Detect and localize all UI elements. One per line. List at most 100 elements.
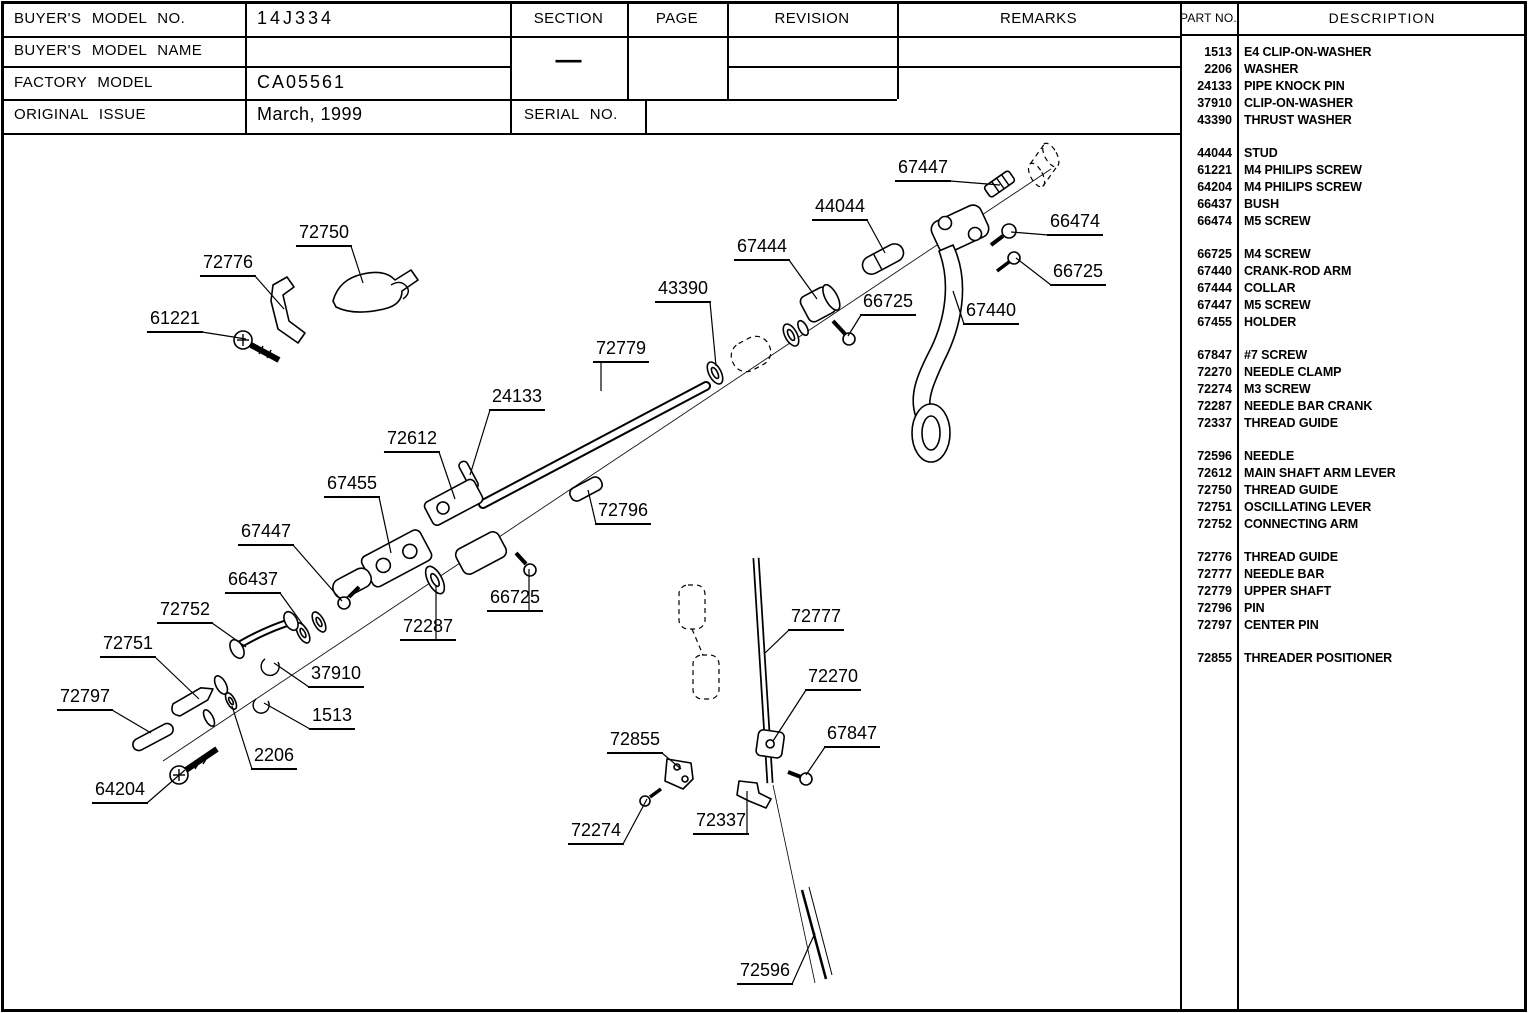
part-callout: 1513: [308, 705, 356, 730]
part-description: UPPER SHAFT: [1244, 584, 1332, 598]
part-number: 2206: [1204, 62, 1232, 76]
callout-leader: [350, 245, 364, 284]
part-callout: 72287: [399, 616, 457, 641]
part-thread-guide-37: [736, 780, 772, 809]
grid-line: [645, 99, 647, 135]
part-number: 72270: [1197, 365, 1232, 379]
part-callout: 67847: [823, 723, 881, 748]
grid-line: [1237, 3, 1239, 1010]
callout-leader: [622, 798, 648, 845]
part-number: 1513: [1204, 45, 1232, 59]
part-number: 72750: [1197, 483, 1232, 497]
part-description: M3 SCREW: [1244, 382, 1311, 396]
page-header: PAGE: [655, 10, 699, 27]
part-number: 72779: [1197, 584, 1232, 598]
part-stud: [861, 243, 905, 275]
remarks-header: REMARKS: [1000, 10, 1077, 27]
callout-leader: [254, 275, 285, 310]
part-callout: 43390: [654, 278, 712, 303]
part-callout: 72750: [295, 222, 353, 247]
callout-leader: [952, 290, 965, 325]
serial-no-label: SERIAL NO.: [524, 106, 618, 123]
part-callout: 66474: [1046, 211, 1104, 236]
part-number: 72796: [1197, 601, 1232, 615]
original-issue-value: March, 1999: [257, 104, 363, 124]
part-number: 72274: [1197, 382, 1232, 396]
part-number: 37910: [1197, 96, 1232, 110]
callout-leader: [273, 662, 310, 688]
part-description: CONNECTING ARM: [1244, 517, 1359, 531]
part-number: 72752: [1197, 517, 1232, 531]
grid-line: [3, 99, 897, 101]
part-callout: 44044: [811, 196, 869, 221]
part-center-pin: [132, 722, 174, 752]
part-bush: [295, 611, 327, 644]
part-description: #7 SCREW: [1244, 348, 1308, 362]
part-callout: 67440: [962, 300, 1020, 325]
phantom-guides: [678, 584, 720, 700]
description-column-header: DESCRIPTION: [1328, 10, 1436, 26]
part-description: PIPE KNOCK PIN: [1244, 79, 1345, 93]
part-thrust-washer: [706, 319, 809, 385]
part-description: NEEDLE BAR: [1244, 567, 1325, 581]
grid-line: [627, 3, 629, 99]
part-callout: 67444: [733, 236, 791, 261]
part-callout: 72796: [594, 500, 652, 525]
part-callout: 72337: [692, 810, 750, 835]
part-collar: [799, 283, 841, 323]
part-number: 72855: [1197, 651, 1232, 665]
part-callout: 67455: [323, 473, 381, 498]
part-number: 72751: [1197, 500, 1232, 514]
callout-leader: [788, 259, 818, 300]
part-description: CENTER PIN: [1244, 618, 1319, 632]
callout-leader: [211, 622, 247, 648]
callout-leader: [292, 544, 343, 602]
part-callout: 72777: [787, 606, 845, 631]
part-number: 44044: [1197, 146, 1232, 160]
callout-leader: [791, 932, 816, 985]
part-description: WASHER: [1244, 62, 1299, 76]
part-description: MAIN SHAFT ARM LEVER: [1244, 466, 1396, 480]
part-description: M4 PHILIPS SCREW: [1244, 163, 1362, 177]
parts-list-row: 72274 M3 SCREW: [1183, 381, 1523, 398]
part-number: 72337: [1197, 416, 1232, 430]
part-callout: 66725: [1049, 261, 1107, 286]
part-callout: 72776: [199, 252, 257, 277]
part-description: CLIP-ON-WASHER: [1244, 96, 1354, 110]
buyers-model-no-value: 14J334: [257, 8, 335, 28]
grid-line: [1180, 3, 1182, 1010]
callout-leader: [201, 331, 247, 340]
part-m4-screw: [995, 251, 1021, 273]
parts-list-row: 72751 OSCILLATING LEVER: [1183, 499, 1523, 516]
callout-leader: [772, 689, 807, 742]
grid-line: [727, 3, 729, 99]
callout-leader: [378, 496, 392, 554]
part-m5-screw: [983, 170, 1016, 198]
part-callout: 66725: [486, 587, 544, 612]
part-callout: 72274: [567, 820, 625, 845]
parts-list-row: 24133 PIPE KNOCK PIN: [1183, 78, 1523, 95]
grid-line: [510, 3, 512, 135]
part-number: 24133: [1197, 79, 1232, 93]
part-description: NEEDLE: [1244, 449, 1295, 463]
part-callout: 66437: [224, 569, 282, 594]
part-callout: 72596: [736, 960, 794, 985]
callout-leader: [469, 409, 491, 476]
grid-line: [3, 133, 1180, 135]
part-crank-rod-arm: [911, 204, 990, 463]
part-needle-clamp: [755, 729, 785, 759]
part-description: OSCILLATING LEVER: [1244, 500, 1372, 514]
part-callout: 72612: [383, 428, 441, 453]
